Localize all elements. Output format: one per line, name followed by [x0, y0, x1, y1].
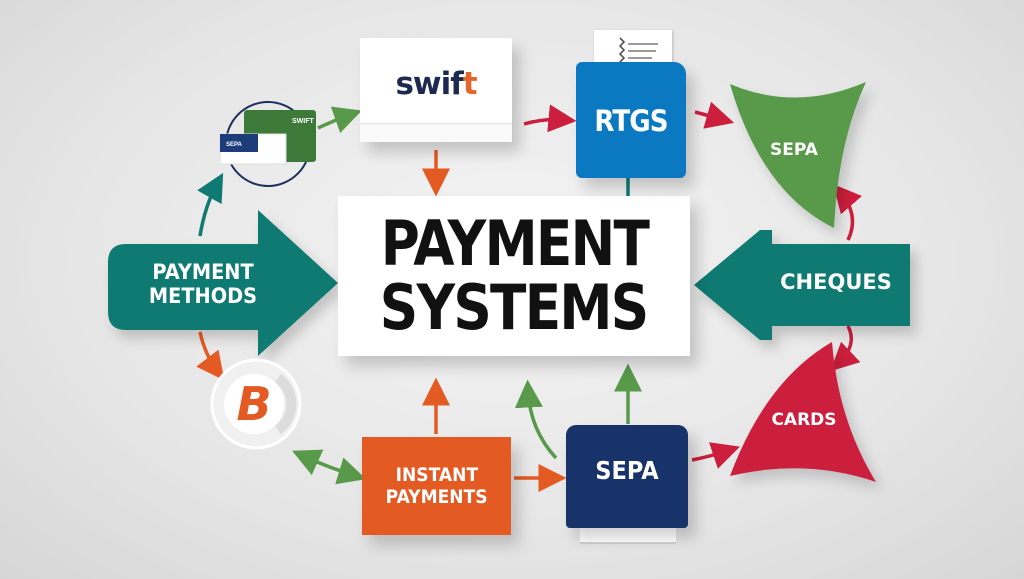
rtgs-node: RTGS: [576, 62, 686, 178]
blue-card-text: SEPA: [226, 142, 243, 148]
instant-payments-line1: INSTANT: [395, 464, 478, 486]
payment-methods-line1: PAYMENT: [152, 260, 254, 284]
bitcoin-node: B: [210, 358, 302, 450]
swift-card-fold: [360, 123, 512, 142]
payment-methods-line2: METHODS: [148, 284, 258, 308]
payment-methods-label: PAYMENT METHODS: [128, 260, 278, 308]
cards-label: CARDS: [771, 410, 837, 430]
sepa-bottom-label: SEPA: [595, 456, 659, 485]
green-card-text: SWIFT: [292, 118, 314, 125]
payment-systems-title-box: PAYMENT SYSTEMS: [338, 196, 690, 356]
book-pages: [580, 528, 676, 544]
instant-payments-node: INSTANT PAYMENTS: [362, 437, 511, 535]
sail-shape-icon: [730, 342, 876, 482]
bank-cards-node: SWIFT SEPA: [218, 96, 318, 192]
cards-node: CARDS: [726, 340, 876, 482]
bank-cards-icon: SWIFT SEPA: [219, 101, 316, 187]
title-line2: SYSTEMS: [380, 271, 649, 344]
bitcoin-symbol: B: [236, 377, 271, 431]
payment-methods-node: PAYMENT METHODS: [108, 210, 338, 356]
sepa-top-label: SEPA: [770, 140, 818, 160]
bitcoin-icon: B: [210, 358, 302, 450]
swift-logo-prefix: swif: [395, 66, 463, 102]
pennant-shape-icon: [730, 82, 866, 228]
sepa-top-node: SEPA: [726, 82, 872, 232]
swift-logo: swift: [360, 66, 512, 102]
sepa-bottom-node: SEPA: [566, 425, 688, 528]
left-arrow-shape-icon: [694, 230, 910, 340]
swift-node: swift: [360, 38, 512, 142]
cheques-node: CHEQUES: [694, 230, 910, 340]
title-line1: PAYMENT: [380, 207, 649, 280]
right-arrow-shape-icon: [108, 210, 338, 356]
instant-payments-line2: PAYMENTS: [385, 486, 488, 508]
swift-logo-suffix: t: [462, 66, 478, 102]
rtgs-label: RTGS: [594, 104, 668, 138]
cheques-label: CHEQUES: [780, 270, 892, 294]
